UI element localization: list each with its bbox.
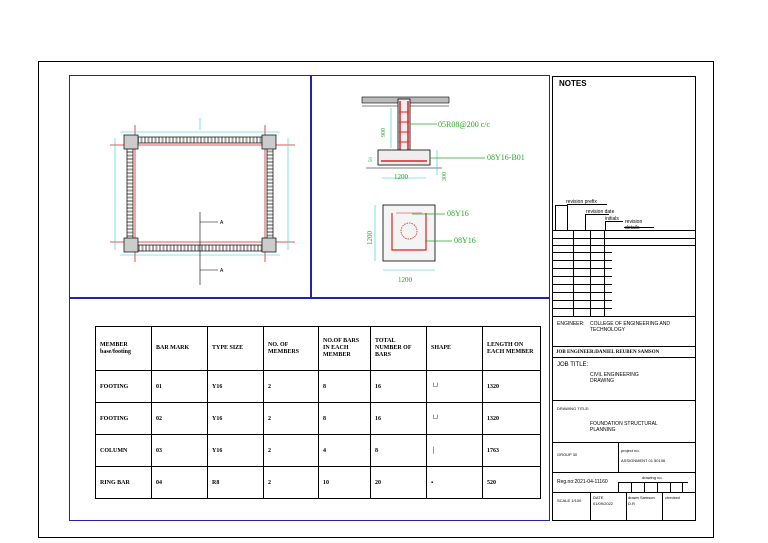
header-no-members: NO. OF MEMBERS [263,326,319,371]
header-total-bars: TOTAL NUMBER OF BARS [370,326,427,371]
section-marker-top: A [220,220,224,226]
date: DATE 01/09/2022 [593,495,614,506]
group-label: GROUP 30 [557,452,578,457]
header-type-size: TYPE SIZE [207,326,264,371]
reg-no: Reg.no:2021-04-11160 [557,479,608,485]
section-marker-bottom: A [220,268,224,274]
initials-label: initials [605,216,619,222]
table-row: RING BAR 04 R8 2 10 20 ▪ 520 [95,466,541,499]
cell-size: Y16 [207,434,264,467]
drawing-frame [69,75,550,521]
cell-bars: 8 [318,402,371,435]
header-length: LENGTH ON EACH MEMBER [482,326,541,371]
footing-depth-dim: 300 [442,172,448,181]
frame-divider-vertical [310,76,312,298]
cell-total: 20 [370,466,427,499]
project-value: ASSIGNMENT 01 50106 [621,458,666,463]
header-bars-each: NO.OF BARS IN EACH MEMBER [318,326,371,371]
cell-members: 2 [263,370,319,403]
revision-date-label: revision date [586,209,615,215]
cell-mark: 04 [151,466,208,499]
plan-bars-side-label: 08Y16 [454,236,476,245]
cell-length: 1763 [482,434,541,467]
frame-divider-horizontal [70,297,549,299]
engineer-label: ENGINEER: [557,321,585,327]
cell-mark: 01 [151,370,208,403]
cell-bars: 8 [318,370,371,403]
checked-label: checked [665,495,680,500]
cell-shape: │ [426,434,483,467]
base-bar-label: 08Y16-B01 [487,153,525,162]
drawn-by: drawn Samson D.R [628,495,655,506]
cell-total: 16 [370,402,427,435]
stirrup-label: 05R08@200 c/c [438,120,490,129]
cell-size: Y16 [207,402,264,435]
table-row: FOOTING 01 Y16 2 8 16 └┘ 1320 [95,370,541,403]
cell-members: 2 [263,434,319,467]
cell-total: 8 [370,434,427,467]
header-bar-mark: BAR MARK [151,326,208,371]
job-title-value: CIVIL ENGINEERING DRAWING [590,372,639,384]
cell-length: 1320 [482,402,541,435]
plan-bars-top-label: 08Y16 [447,209,469,218]
drawing-title-label: DRAWING TITLE: [557,406,590,411]
revision-details-label: revision details [625,219,643,231]
project-label: project no. [621,448,640,453]
revision-prefix-label: revision prefix [566,199,597,205]
cell-member: COLUMN [95,434,152,467]
cell-total: 16 [370,370,427,403]
job-engineer: JOB ENGINEER:DANIEL REUBEN SAMSON [556,350,660,355]
cell-member: RING BAR [95,466,152,499]
scale: SCALE 1/100 [557,498,582,503]
cell-member: FOOTING [95,402,152,435]
cell-bars: 10 [318,466,371,499]
cell-size: Y16 [207,370,264,403]
drawing-title-value: FOUNDATION STRUCTURAL PLANNING [590,421,658,433]
cell-mark: 03 [151,434,208,467]
notes-heading: NOTES [559,79,587,88]
drawing-sheet [38,61,714,538]
cell-shape: └┘ [426,402,483,435]
schedule-header-row: MEMBER base/footing BAR MARK TYPE SIZE N… [95,326,541,371]
footing-width-dim: 1200 [394,173,409,181]
foundation-plan: A A [110,118,295,285]
cell-shape: └┘ [426,370,483,403]
bar-schedule-table: MEMBER base/footing BAR MARK TYPE SIZE N… [95,326,541,499]
cell-size: R8 [207,466,264,499]
engineer-value: COLLEGE OF ENGINEERING AND TECHNOLOGY [590,321,671,333]
footing-plan-detail: 08Y16 08Y16 1200 1200 [366,204,476,284]
cell-bars: 4 [318,434,371,467]
plan-dim-horizontal: 1200 [398,276,413,284]
cell-shape: ▪ [426,466,483,499]
cell-members: 2 [263,466,319,499]
cell-length: 520 [482,466,541,499]
table-row: FOOTING 02 Y16 2 8 16 └┘ 1320 [95,402,541,435]
cover-dim: 50 [369,157,374,163]
title-block [552,76,696,521]
header-shape: SHAPE [426,326,483,371]
plan-dim-vertical: 1200 [366,231,374,246]
cell-length: 1320 [482,370,541,403]
drawing-no-label: drawing no. [642,475,663,480]
header-member: MEMBER base/footing [95,326,152,371]
cell-members: 2 [263,402,319,435]
table-row: COLUMN 03 Y16 2 4 8 │ 1763 [95,434,541,467]
job-title-label: JOB TITLE: [557,362,589,368]
foundation-section: 05R08@200 c/c 08Y16-B01 900 50 1200 300 [361,96,525,181]
cell-mark: 02 [151,402,208,435]
column-height-dim: 900 [381,128,387,137]
cell-member: FOOTING [95,370,152,403]
